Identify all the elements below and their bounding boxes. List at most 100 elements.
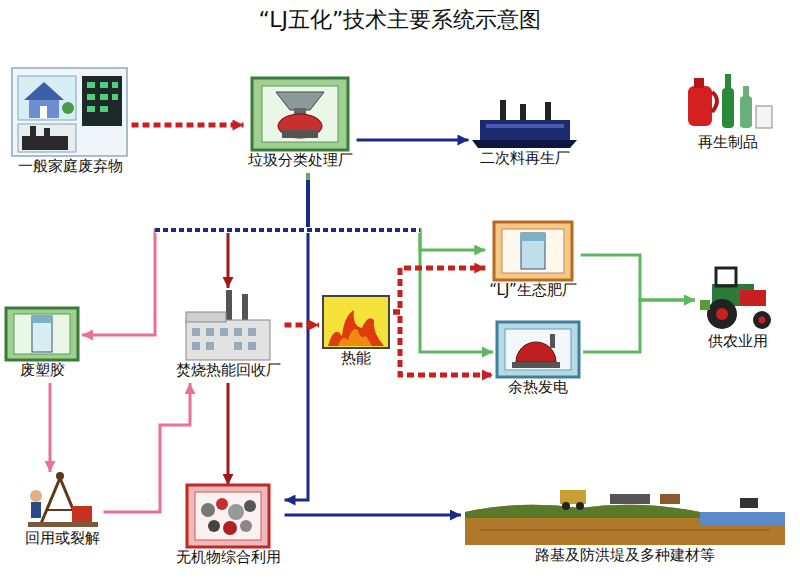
- roadbed-icon-part: [610, 494, 650, 504]
- trunk-stem: [306, 180, 310, 230]
- recycled-products-icon-part: [722, 88, 734, 128]
- roadbed-icon-part: [700, 512, 785, 526]
- trunk-ground: [155, 227, 420, 233]
- facility-node: 垃圾分类处理厂: [244, 78, 357, 173]
- fertilizer-plant-icon: [494, 222, 572, 280]
- flow-arrow: [581, 255, 695, 300]
- oil-rig-icon-part: [28, 522, 98, 527]
- inorganic-reuse-icon-part: [216, 498, 228, 510]
- diagram-title: “LJ五化”技术主要系统示意图: [0, 6, 800, 34]
- inorganic-reuse-icon: [187, 485, 269, 547]
- tractor-icon-part: [707, 299, 737, 329]
- fertilizer-plant-icon-part: [521, 233, 545, 269]
- recycle-factory-icon-part: [500, 100, 506, 122]
- inorganic-reuse-icon-part: [240, 520, 252, 532]
- inorganic-reuse-icon-part: [228, 504, 244, 520]
- icon-slot: [13, 68, 128, 156]
- household-icon-part: [87, 94, 95, 100]
- flow-arrow: [308, 173, 493, 352]
- node-label: 废塑胶: [6, 360, 78, 380]
- household-icon-part: [22, 136, 68, 150]
- recycled-products-icon-part: [740, 96, 752, 128]
- facility-node: 废塑胶: [2, 308, 82, 383]
- power-plant-icon-part: [550, 334, 555, 348]
- roadbed-icon-part: [562, 502, 570, 510]
- facility-node: 余热发电: [493, 322, 583, 400]
- incinerator-icon-part: [242, 294, 248, 322]
- household-icon-part: [82, 76, 122, 126]
- flow-arrow: [285, 514, 462, 517]
- incinerator-icon-part: [234, 342, 242, 350]
- fertilizer-plant-icon-part: [502, 229, 564, 273]
- power-plant-icon-part: [497, 322, 579, 377]
- household-icon-part: [40, 106, 47, 118]
- sorting-plant-icon-part: [282, 130, 318, 138]
- recycle-factory-icon-part: [486, 124, 564, 128]
- flow-arrow: [132, 123, 244, 128]
- node-label: 二次料再生厂: [473, 148, 578, 168]
- node-label: 无机物综合利用: [176, 547, 281, 567]
- incinerator-icon-part: [186, 312, 226, 322]
- facility-node: 一般家庭废弃物: [9, 68, 132, 179]
- sorting-plant-icon: [252, 78, 348, 150]
- recycled-products-icon-part: [743, 86, 749, 98]
- icon-slot: [26, 472, 98, 528]
- flow-arrow: [82, 173, 308, 335]
- icon-slot: [699, 266, 777, 331]
- node-label: 焚烧热能回收厂: [176, 360, 281, 380]
- flow-arrow: [227, 383, 230, 485]
- oil-rig-icon-part: [46, 509, 74, 511]
- household-icon-part: [12, 68, 127, 156]
- incinerator-icon-part: [248, 328, 256, 336]
- roadbed-icon: [465, 490, 785, 545]
- household-icon-part: [87, 82, 95, 88]
- incinerator-icon-part: [192, 328, 200, 336]
- recycled-products-icon-part: [756, 106, 772, 128]
- household-icon-part: [18, 76, 76, 120]
- trunk-dotted: [155, 228, 420, 232]
- oil-rig-icon: [28, 472, 98, 527]
- oil-rig-icon-part: [56, 472, 64, 480]
- fertilizer-plant-icon-part: [521, 233, 545, 241]
- node-label: 热能: [323, 348, 389, 368]
- household-icon-part: [112, 82, 118, 88]
- node-label: 供农业用: [699, 331, 777, 351]
- household-icon-part: [30, 126, 36, 138]
- tractor-icon-part: [753, 311, 771, 329]
- sorting-plant-icon-part: [276, 92, 324, 110]
- roadbed-icon-part: [740, 498, 758, 508]
- incinerator-icon-part: [226, 290, 232, 322]
- flow-arrow: [308, 173, 485, 250]
- roadbed-icon-part: [465, 505, 785, 545]
- flow-arrow: [393, 312, 493, 375]
- heat-icon-part: [338, 329, 372, 346]
- flow-arrow: [104, 383, 191, 512]
- inorganic-reuse-icon-part: [187, 485, 269, 547]
- household-icon-part: [100, 82, 108, 88]
- incinerator-icon-part: [192, 342, 200, 350]
- recycled-products-icon-part: [725, 74, 731, 90]
- waste-plastic-icon-part: [14, 314, 70, 354]
- waste-plastic-icon-part: [32, 316, 52, 352]
- icon-slot: [187, 485, 269, 547]
- incinerator-icon-part: [186, 320, 270, 360]
- heat-icon: [323, 296, 389, 348]
- power-plant-icon-part: [512, 362, 560, 368]
- node-label: 余热发电: [497, 377, 579, 397]
- sorting-plant-icon-part: [252, 78, 348, 150]
- tractor-icon-part: [759, 317, 766, 324]
- waste-plastic-icon-part: [6, 308, 78, 360]
- household-icon-part: [87, 106, 95, 112]
- waste-plastic-icon-part: [32, 316, 52, 323]
- incinerator-icon-part: [206, 342, 214, 350]
- facility-node: 供农业用: [695, 266, 781, 354]
- heat-icon-part: [323, 296, 389, 348]
- icon-slot: [473, 100, 578, 148]
- incinerator-icon-part: [248, 342, 256, 350]
- sorting-plant-icon-part: [278, 114, 322, 138]
- flow-arrow: [583, 300, 695, 352]
- recycled-products-icon: [688, 74, 772, 128]
- household-icon-part: [18, 124, 76, 152]
